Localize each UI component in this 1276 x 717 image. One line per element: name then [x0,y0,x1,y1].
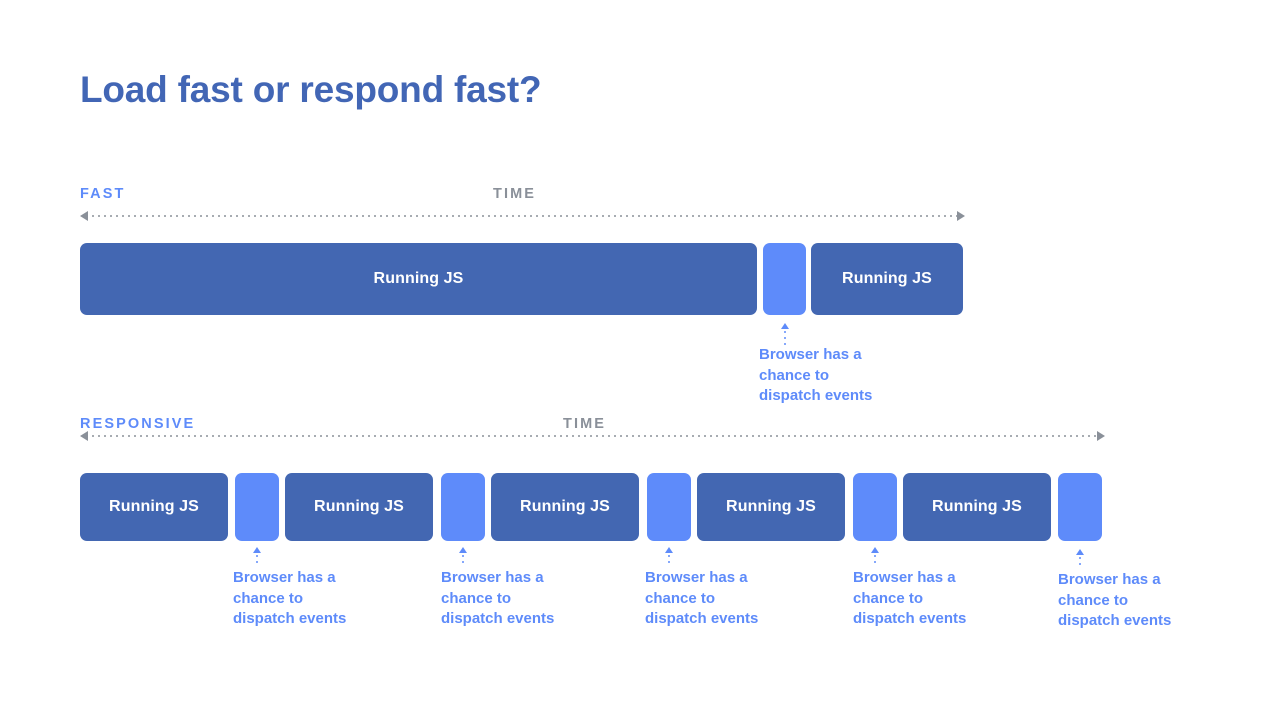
callout-line-1: Browser has a [853,569,956,586]
callout-line-3: dispatch events [441,610,555,627]
callout-arrowhead-icon [253,547,261,553]
block-running-js[interactable]: Running JS [697,473,845,541]
callout-text: Browser has a chance to dispatch events [759,345,872,407]
page-title: Load fast or respond fast? [80,69,542,110]
block-running-js[interactable]: Running JS [285,473,433,541]
callout-line-1: Browser has a [1058,571,1161,588]
axis-arrow-left-icon [80,431,88,441]
block-running-js[interactable]: Running JS [903,473,1051,541]
callout-text: Browser has a chance to dispatch events [441,568,554,630]
block-label: Running JS [520,498,610,515]
mode-label-responsive: RESPONSIVE [80,416,196,432]
axis-arrow-right-icon [957,211,965,221]
block-label: Running JS [842,270,932,287]
callout-line-2: chance to [759,366,830,384]
block-idle[interactable] [1058,473,1102,541]
time-label-responsive: TIME [563,416,607,432]
block-idle[interactable] [235,473,279,541]
callout-text: Browser has a chance to dispatch events [853,568,966,630]
callout-arrowhead-icon [1076,549,1084,555]
callout-arrow-line [874,553,876,567]
block-running-js[interactable]: Running JS [811,243,963,315]
callout-line-3: dispatch events [233,610,347,627]
callout-arrow-line [784,329,786,345]
block-idle[interactable] [763,243,806,315]
callout-line-1: Browser has a [759,346,862,363]
callout-line-1: Browser has a [233,569,336,586]
callout-line-3: dispatch events [1058,612,1172,629]
callout-arrowhead-icon [459,547,467,553]
callout-text: Browser has a chance to dispatch events [645,568,758,630]
callout-line-3: dispatch events [645,610,759,627]
callout-line-2: chance to [441,589,512,607]
axis-arrow-left-icon [80,211,88,221]
callout-line-3: dispatch events [853,610,967,627]
block-label: Running JS [314,498,404,515]
callout-arrow-line [462,553,464,567]
callout-arrow-line [668,553,670,567]
callout-line-1: Browser has a [441,569,544,586]
axis-dotted-line [90,215,962,217]
axis-dotted-line [90,435,1102,437]
callout-arrow-line [1079,555,1081,569]
callout-arrowhead-icon [781,323,789,329]
block-label: Running JS [109,498,199,515]
mode-label-fast: FAST [80,186,126,202]
callout-line-2: chance to [1058,591,1129,609]
callout-line-2: chance to [853,589,924,607]
axis-arrow-right-icon [1097,431,1105,441]
block-idle[interactable] [441,473,485,541]
block-label: Running JS [932,498,1022,515]
time-label-fast: TIME [493,186,537,202]
block-label: Running JS [373,270,464,287]
block-running-js[interactable]: Running JS [80,243,757,315]
callout-line-2: chance to [645,589,716,607]
block-running-js[interactable]: Running JS [491,473,639,541]
callout-text: Browser has a chance to dispatch events [233,568,346,630]
callout-text: Browser has a chance to dispatch events [1058,570,1171,632]
block-idle[interactable] [853,473,897,541]
block-idle[interactable] [647,473,691,541]
callout-line-2: chance to [233,589,304,607]
callout-line-1: Browser has a [645,569,748,586]
callout-arrowhead-icon [871,547,879,553]
callout-arrowhead-icon [665,547,673,553]
block-running-js[interactable]: Running JS [80,473,228,541]
callout-line-3: dispatch events [759,387,873,404]
block-label: Running JS [726,498,816,515]
callout-arrow-line [256,553,258,567]
